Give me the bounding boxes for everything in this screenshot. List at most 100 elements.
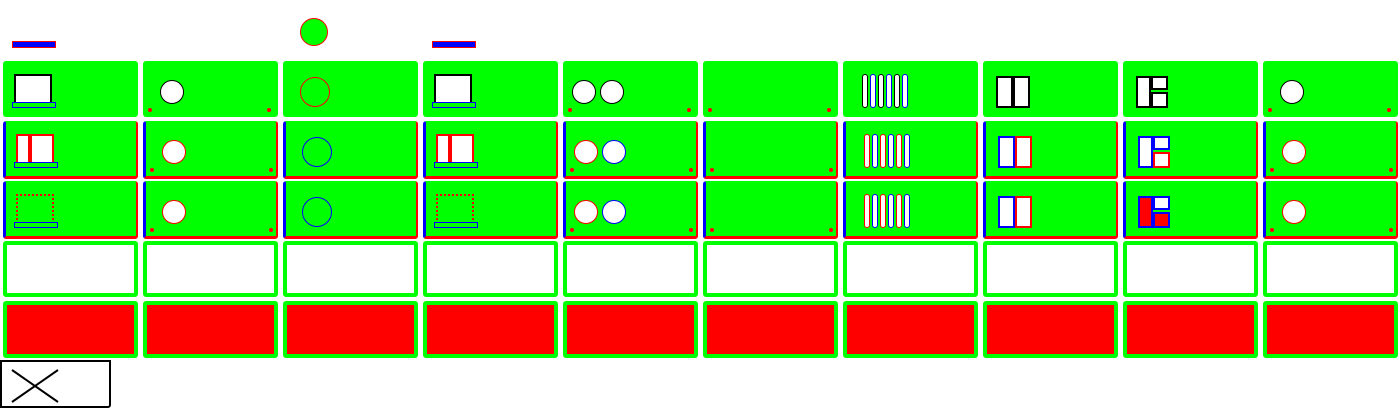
row-state-5-c6[interactable] (703, 301, 838, 358)
row-state-4-c2[interactable] (143, 241, 278, 297)
row-state-4-c1[interactable] (3, 241, 138, 297)
row-state-5-c5[interactable] (563, 301, 698, 358)
row-state-4-c5[interactable] (563, 241, 698, 297)
row-state-2-c4[interactable] (423, 121, 558, 179)
row-state-4-c9[interactable] (1123, 241, 1258, 297)
row-state-1-c9[interactable] (1123, 61, 1258, 117)
door-panel-top-icon (1153, 136, 1170, 150)
row-state-2-c6[interactable] (703, 121, 838, 179)
corner-dot-right-icon (269, 228, 273, 232)
row-state-3-c10[interactable] (1263, 181, 1398, 239)
corner-dot-right-icon (1389, 168, 1393, 172)
row-state-5-c2[interactable] (143, 301, 278, 358)
row-state-1-c5[interactable] (563, 61, 698, 117)
row-state-3-c2[interactable] (143, 181, 278, 239)
row-state-4-c7[interactable] (843, 241, 978, 297)
corner-dot-left-icon (150, 168, 154, 172)
row-state-3-c3[interactable] (283, 181, 418, 239)
corner-dot-right-icon (689, 168, 693, 172)
vent-slat-icon (880, 194, 886, 228)
row-state-3-c6[interactable] (703, 181, 838, 239)
porthole-right-icon (600, 80, 624, 104)
porthole-left-icon (574, 200, 598, 224)
row-state-2-c1[interactable] (3, 121, 138, 179)
row-state-1-c10[interactable] (1263, 61, 1398, 117)
row-state-3-c8[interactable] (983, 181, 1118, 239)
window-sill-icon (432, 102, 476, 108)
row-state-2-c9[interactable] (1123, 121, 1258, 179)
row-state-5-c1[interactable] (3, 301, 138, 358)
vent-slat-icon (864, 194, 870, 228)
row-state-4-c8[interactable] (983, 241, 1118, 297)
corner-dot-right-icon (829, 228, 833, 232)
window-pane-icon (16, 194, 54, 224)
window-pane-icon (436, 134, 474, 164)
window-sill-icon (434, 222, 478, 228)
row-state-2-c8[interactable] (983, 121, 1118, 179)
row-state-5-c4[interactable] (423, 301, 558, 358)
row-state-5-c9[interactable] (1123, 301, 1258, 358)
corner-dot-left-icon (710, 168, 714, 172)
porthole-icon (160, 80, 184, 104)
corner-dot-left-icon (1270, 228, 1274, 232)
window-sill-icon (14, 162, 58, 168)
corner-dot-left-icon (150, 228, 154, 232)
corner-dot-left-icon (570, 168, 574, 172)
row-state-1-c6[interactable] (703, 61, 838, 117)
corner-dot-left-icon (1268, 108, 1272, 112)
legend-swatch-1 (12, 41, 56, 48)
ring-icon (300, 77, 330, 107)
vent-slat-icon (888, 134, 894, 168)
door-leaf-left-icon (996, 76, 1013, 108)
row-state-3-c5[interactable] (563, 181, 698, 239)
vent-slat-icon (904, 134, 910, 168)
row-state-4-c10[interactable] (1263, 241, 1398, 297)
vent-slat-icon (870, 74, 876, 108)
corner-dot-right-icon (687, 108, 691, 112)
row-state-3-c9[interactable] (1123, 181, 1258, 239)
corner-dot-left-icon (710, 228, 714, 232)
row-state-2-c2[interactable] (143, 121, 278, 179)
row-state-1-c3[interactable] (283, 61, 418, 117)
row-state-5-c8[interactable] (983, 301, 1118, 358)
vent-slat-icon (896, 194, 902, 228)
porthole-right-icon (602, 200, 626, 224)
vent-slat-icon (872, 194, 878, 228)
row-state-4-c3[interactable] (283, 241, 418, 297)
row-state-2-c3[interactable] (283, 121, 418, 179)
corner-dot-left-icon (570, 228, 574, 232)
corner-dot-left-icon (1270, 168, 1274, 172)
row-state-3-c7[interactable] (843, 181, 978, 239)
row-state-1-c2[interactable] (143, 61, 278, 117)
row-state-1-c1[interactable] (3, 61, 138, 117)
ring-icon (302, 197, 332, 227)
door-leaf-right-icon (1015, 136, 1032, 168)
porthole-icon (1282, 140, 1306, 164)
corner-dot-right-icon (267, 108, 271, 112)
close-icon (11, 369, 59, 403)
porthole-left-icon (574, 140, 598, 164)
row-state-1-c4[interactable] (423, 61, 558, 117)
row-state-4-c4[interactable] (423, 241, 558, 297)
row-state-5-c7[interactable] (843, 301, 978, 358)
porthole-icon (1282, 200, 1306, 224)
porthole-right-icon (602, 140, 626, 164)
row-state-5-c3[interactable] (283, 301, 418, 358)
row-state-3-c1[interactable] (3, 181, 138, 239)
row-state-1-c7[interactable] (843, 61, 978, 117)
row-state-4-c6[interactable] (703, 241, 838, 297)
vent-slat-icon (902, 74, 908, 108)
vent-slat-icon (894, 74, 900, 108)
row-state-3-c4[interactable] (423, 181, 558, 239)
row-state-5-c10[interactable] (1263, 301, 1398, 358)
row-state-2-c10[interactable] (1263, 121, 1398, 179)
close-button[interactable] (0, 360, 111, 408)
door-panel-bottom-icon (1151, 92, 1168, 108)
window-pane-icon (436, 194, 474, 224)
row-state-2-c5[interactable] (563, 121, 698, 179)
legend-swatch-3 (432, 41, 476, 48)
row-state-2-c7[interactable] (843, 121, 978, 179)
row-state-1-c8[interactable] (983, 61, 1118, 117)
vent-slat-icon (904, 194, 910, 228)
window-mullion-icon (28, 136, 32, 162)
